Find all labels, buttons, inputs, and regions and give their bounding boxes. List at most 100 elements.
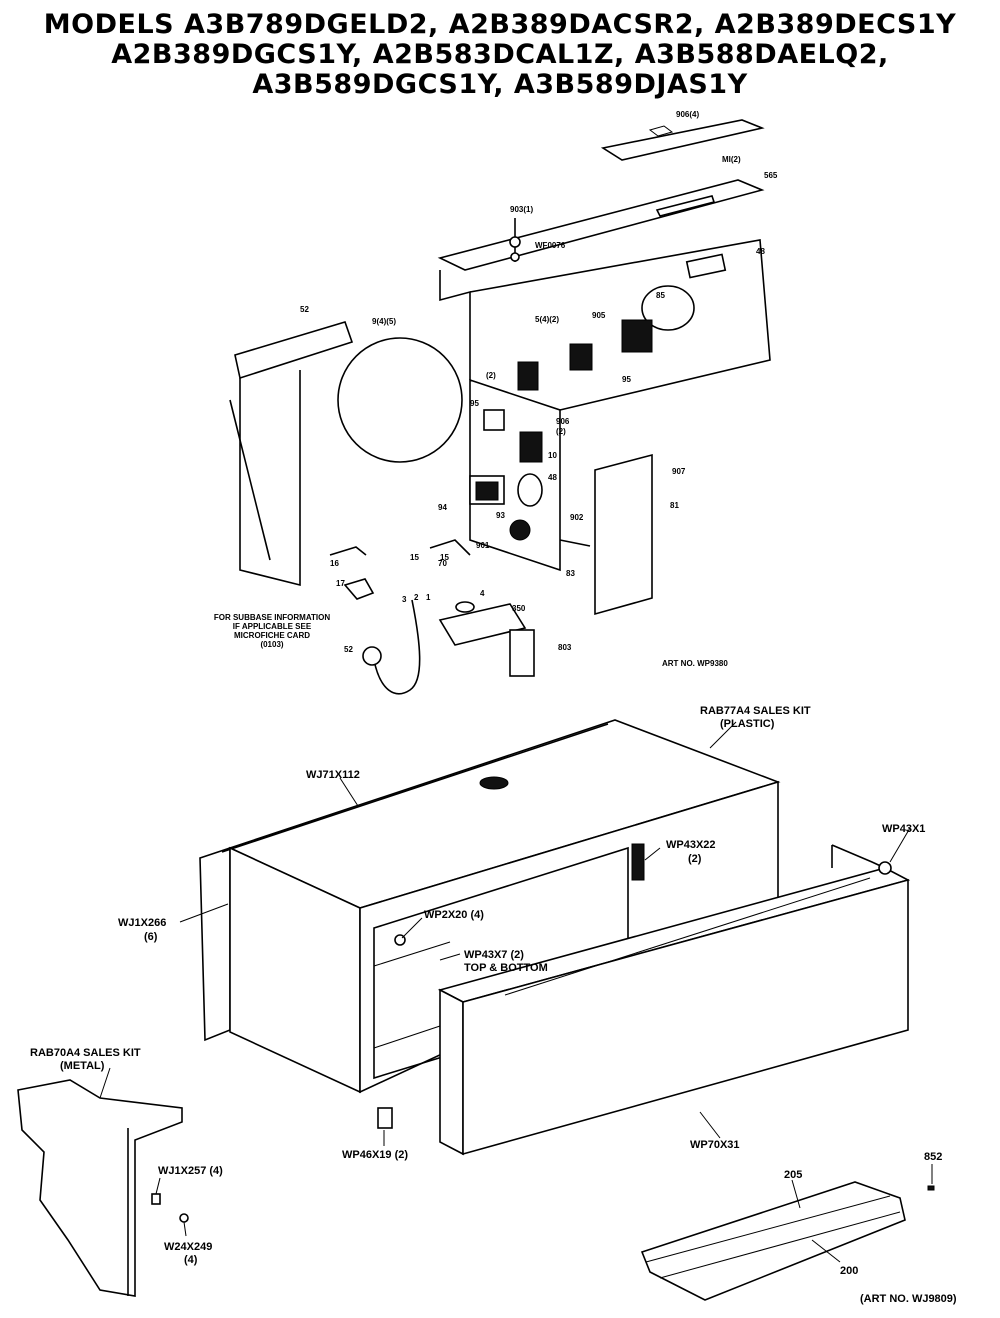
lower-assembly: RAB77A4 SALES KIT (PLASTIC) WJ71X112 WP4… [17, 705, 957, 1305]
clip-wj1x257 [151, 1193, 161, 1205]
grommet [455, 601, 475, 613]
sleeve-rim [221, 723, 609, 853]
callout-803: 803 [558, 643, 572, 652]
callout-rab70a4-line-2: (METAL) [60, 1060, 105, 1072]
callout-wp70x31: WP70X31 [690, 1139, 740, 1151]
motor [641, 285, 695, 331]
callout-200: 200 [840, 1265, 858, 1277]
callout-81: 81 [670, 501, 679, 510]
title-line-2: A2B389DGCS1Y, A2B583DCAL1Z, A3B588DAELQ2… [111, 39, 889, 70]
callout-907: 907 [672, 467, 686, 476]
callout-wp43x22-qty: (2) [688, 853, 702, 865]
bottom-rail [373, 1025, 441, 1049]
lower-art-number: (ART NO. WJ9809) [860, 1293, 957, 1305]
thermostat [483, 409, 505, 431]
callout-906: 906 [556, 417, 570, 426]
subbase-note-line-1: FOR SUBBASE INFORMATION [214, 613, 331, 622]
component-93 [509, 519, 531, 541]
callout-9-4-5: 9(4)(5) [372, 317, 396, 326]
washer [509, 236, 521, 248]
callout-906-4: 906(4) [676, 110, 699, 119]
callout-10: 10 [548, 451, 557, 460]
callout-83: 83 [566, 569, 575, 578]
callout-wp2x20: WP2X20 (4) [424, 909, 484, 921]
subbase-note-line-2: IF APPLICABLE SEE [233, 622, 312, 631]
callout-17: 17 [336, 579, 345, 588]
callout-1: 1 [426, 593, 431, 602]
callout-wj1x266-qty: (6) [144, 931, 158, 943]
drain-tray [640, 1181, 906, 1301]
nut [510, 252, 520, 262]
callout-2: 2 [414, 593, 419, 602]
callout-70: 70 [438, 559, 447, 568]
upper-assembly: 52 9(4)(5) 906(4) WF0076 5(4)(2) 903(1) … [214, 110, 778, 695]
part-852 [927, 1185, 935, 1191]
callout-901: 901 [476, 541, 490, 550]
screw-w24x249 [179, 1213, 189, 1223]
callout-2-a: (2) [486, 371, 496, 380]
callout-mi-2: MI(2) [722, 155, 741, 164]
callout-w24x249: W24X249 [164, 1241, 212, 1253]
callout-4: 4 [480, 589, 485, 598]
callout-wj1x257: WJ1X257 (4) [158, 1165, 223, 1177]
drain-tray-rib-2 [659, 1211, 901, 1279]
panel-slot [655, 195, 716, 217]
chassis-left-edge [439, 270, 471, 380]
grille-edge [439, 988, 464, 1156]
callout-wp43x22: WP43X22 [666, 839, 716, 851]
bracket-wp43x22 [631, 843, 645, 881]
callout-903-1: 903(1) [510, 205, 533, 214]
upper-art-number: ART NO. WP9380 [662, 659, 728, 668]
callout-wj1x266: WJ1X266 [118, 917, 166, 929]
callout-rab70a4-line-1: RAB70A4 SALES KIT [30, 1047, 141, 1059]
left-panel-bracket [229, 399, 271, 561]
callout-52: 52 [300, 305, 309, 314]
callout-15-a: 15 [410, 553, 419, 562]
grille-corner-top [831, 844, 886, 869]
part-16 [329, 546, 367, 556]
title-line-3: A3B589DGCS1Y, A3B589DJAS1Y [252, 69, 748, 100]
bracket-803 [509, 629, 535, 677]
left-panel-body [239, 370, 301, 587]
callout-wj71x112: WJ71X112 [306, 769, 360, 781]
power-cord [373, 599, 421, 695]
heater-panel [594, 453, 653, 616]
grille-fastener [878, 861, 892, 875]
chassis-shelf [469, 239, 771, 411]
callout-rab77a4-line-2: (PLASTIC) [720, 718, 775, 730]
callout-rab77a4-line-1: RAB77A4 SALES KIT [700, 705, 811, 717]
switch-block [569, 343, 593, 371]
relay [517, 361, 539, 391]
callout-48: 48 [548, 473, 557, 482]
callout-95: 95 [622, 375, 631, 384]
callout-95-b: 95 [470, 399, 479, 408]
callout-52-b: 52 [344, 645, 353, 654]
callout-15-b: 15 [440, 553, 449, 562]
callout-94: 94 [438, 503, 447, 512]
callout-852: 852 [924, 1151, 942, 1163]
callout-wp46x19: WP46X19 (2) [342, 1149, 408, 1161]
callout-wp43x7: WP43X7 (2) [464, 949, 524, 961]
cover-clip [648, 125, 674, 137]
callout-2-b: (2) [556, 427, 566, 436]
callout-902: 902 [570, 513, 584, 522]
callout-205: 205 [784, 1169, 802, 1181]
control-panel [437, 179, 765, 271]
title-line-1: MODELS A3B789DGELD2, A2B389DACSR2, A2B38… [43, 9, 957, 40]
callout-905: 905 [592, 311, 606, 320]
component-10 [519, 431, 543, 463]
fan-shroud [337, 337, 463, 463]
part-83 [559, 539, 591, 547]
callout-85: 85 [656, 291, 665, 300]
part-17 [343, 578, 375, 600]
callout-93: 93 [496, 511, 505, 520]
left-panel-top [234, 321, 354, 380]
callout-wp43x1: WP43X1 [882, 823, 925, 835]
base-plate-350 [438, 603, 527, 646]
leader-lines [99, 721, 933, 1263]
capacitor [621, 319, 653, 353]
callout-48-top: 48 [756, 247, 765, 256]
callout-16: 16 [330, 559, 339, 568]
bracket-70 [429, 539, 471, 556]
